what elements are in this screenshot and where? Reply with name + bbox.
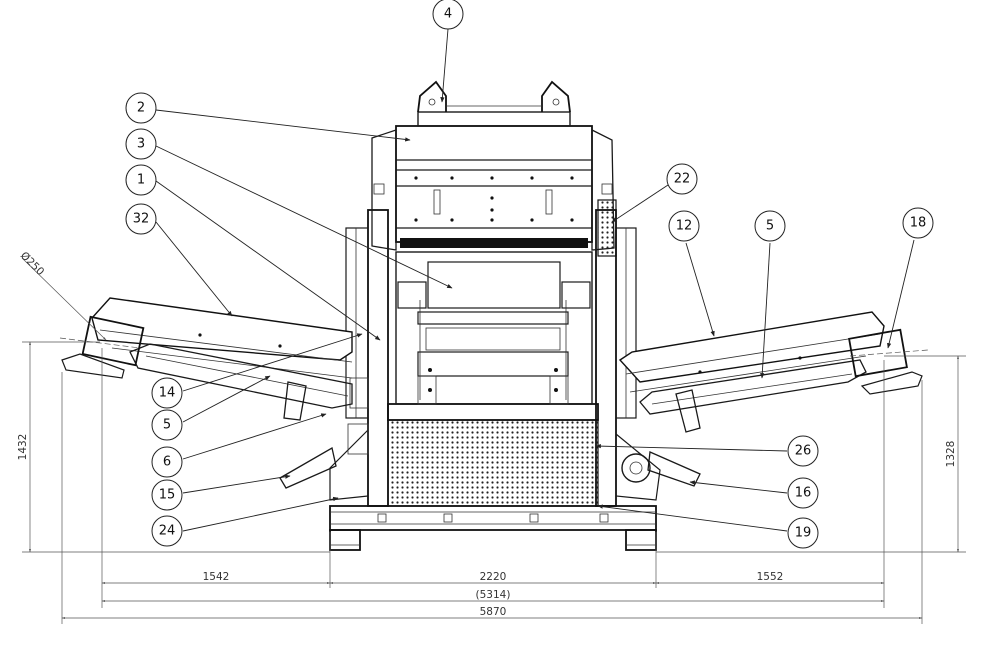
balloon-32: 32 bbox=[125, 203, 157, 235]
left-foot bbox=[329, 529, 361, 551]
balloon-16-label: 16 bbox=[795, 486, 812, 501]
balloon-5-right: 5 bbox=[754, 210, 786, 242]
perforated-guard bbox=[387, 419, 599, 507]
balloon-19-label: 19 bbox=[795, 526, 812, 541]
balloon-5-left-label: 5 bbox=[163, 418, 171, 433]
balloon-15: 15 bbox=[151, 479, 183, 511]
dim-center-width: 2220 bbox=[480, 571, 507, 583]
balloon-14: 14 bbox=[151, 377, 183, 409]
balloon-4: 4 bbox=[432, 0, 464, 30]
base-frame bbox=[329, 505, 657, 531]
balloon-24-label: 24 bbox=[159, 524, 176, 539]
dim-right-height: 1328 bbox=[945, 441, 957, 468]
balloon-26: 26 bbox=[787, 435, 819, 467]
balloon-32-label: 32 bbox=[133, 212, 150, 227]
balloon-4-label: 4 bbox=[444, 7, 452, 22]
drive-motor bbox=[621, 453, 651, 483]
balloon-2: 2 bbox=[125, 92, 157, 124]
balloon-5-right-label: 5 bbox=[766, 219, 774, 234]
balloon-12: 12 bbox=[668, 210, 700, 242]
balloon-24: 24 bbox=[151, 515, 183, 547]
balloon-18-label: 18 bbox=[910, 216, 927, 231]
balloon-3-label: 3 bbox=[137, 137, 145, 152]
dim-right-width: 1552 bbox=[757, 571, 784, 583]
balloon-2-label: 2 bbox=[137, 101, 145, 116]
balloon-3: 3 bbox=[125, 128, 157, 160]
balloon-6-label: 6 bbox=[163, 455, 171, 470]
balloon-5-left: 5 bbox=[151, 409, 183, 441]
dim-left-height: 1432 bbox=[17, 434, 29, 461]
left-conveyor bbox=[59, 297, 353, 489]
balloons: 4 2 3 1 32 22 12 5 18 14 5 6 15 24 26 16… bbox=[125, 0, 934, 549]
leader-lines bbox=[155, 28, 915, 532]
balloon-16: 16 bbox=[787, 477, 819, 509]
screen-box bbox=[395, 125, 593, 243]
right-conveyor bbox=[618, 311, 929, 487]
balloon-22-label: 22 bbox=[674, 172, 691, 187]
machine-body bbox=[329, 80, 661, 551]
balloon-18: 18 bbox=[902, 207, 934, 239]
dim-left-width: 1542 bbox=[203, 571, 230, 583]
balloon-1: 1 bbox=[125, 164, 157, 196]
balloon-14-label: 14 bbox=[159, 386, 176, 401]
dim-overall-ref: (5314) bbox=[476, 589, 511, 601]
dim-overall-total: 5870 bbox=[480, 606, 507, 618]
balloon-19: 19 bbox=[787, 517, 819, 549]
balloon-26-label: 26 bbox=[795, 444, 812, 459]
balloon-15-label: 15 bbox=[159, 488, 176, 503]
dimension-lines bbox=[21, 257, 966, 624]
balloon-22: 22 bbox=[666, 163, 698, 195]
balloon-6: 6 bbox=[151, 446, 183, 478]
balloon-12-label: 12 bbox=[676, 219, 693, 234]
dim-pulley-diameter: Ø250 bbox=[18, 250, 47, 279]
balloon-1-label: 1 bbox=[137, 173, 145, 188]
right-foot bbox=[625, 529, 657, 551]
